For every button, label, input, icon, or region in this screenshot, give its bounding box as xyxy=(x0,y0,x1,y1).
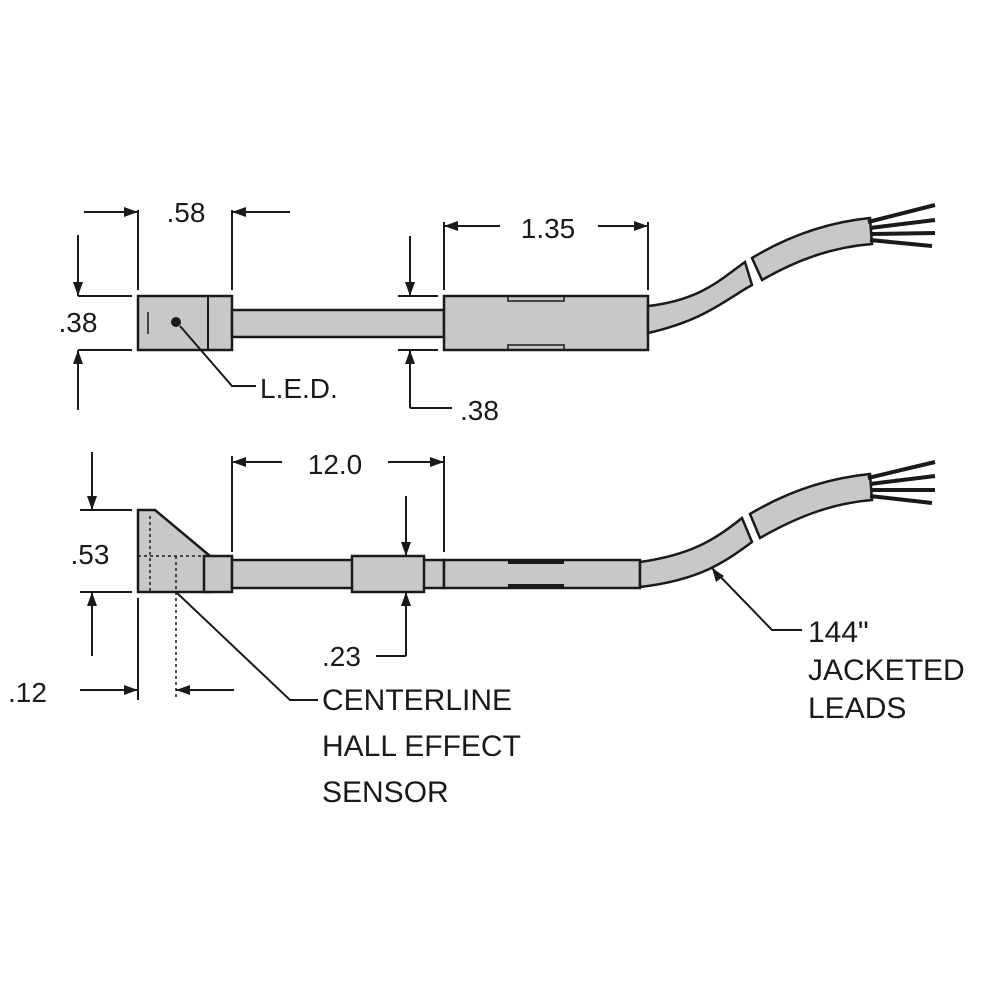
led-marker xyxy=(171,317,181,327)
dim-tube-text: .23 xyxy=(322,641,361,672)
top-view: .58 .38 1.35 .38 L.E.D. xyxy=(59,197,936,426)
sensor-label-line-1: CENTERLINE xyxy=(322,684,512,717)
top-cable-far xyxy=(750,216,874,282)
leads-label-line-3: LEADS xyxy=(808,692,906,725)
side-cable-far xyxy=(748,472,874,540)
side-sensor-head xyxy=(136,508,212,594)
sensor-leader xyxy=(175,591,318,701)
sensor-label-line-2: HALL EFFECT xyxy=(322,730,521,763)
top-cable-near xyxy=(646,259,754,335)
side-wire-ends xyxy=(867,460,936,505)
side-collar xyxy=(202,554,234,594)
top-tube xyxy=(230,308,446,339)
led-label: L.E.D. xyxy=(260,373,338,404)
sensor-label-line-3: SENSOR xyxy=(322,776,449,809)
dim-offset-text: .12 xyxy=(8,677,47,708)
leads-label-line-2: JACKETED xyxy=(808,654,965,687)
side-sleeve xyxy=(350,554,426,594)
side-view: 12.0 .53 .12 .23 CENTERLINE HALL EFFECT … xyxy=(8,449,965,809)
top-sensor-head xyxy=(136,294,234,352)
top-module xyxy=(442,294,650,352)
dim-side-height-text: .53 xyxy=(71,539,110,570)
side-cable-near xyxy=(638,515,754,589)
dim-module-length-text: 1.35 xyxy=(521,213,576,244)
dim-width-text: .58 xyxy=(167,197,206,228)
leads-leader xyxy=(711,567,802,631)
top-wire-ends xyxy=(867,203,936,248)
dim-module-height-text: .38 xyxy=(460,395,499,426)
dim-length-text: 12.0 xyxy=(308,449,363,480)
dim-height-text: .38 xyxy=(59,307,98,338)
leads-label-line-1: 144" xyxy=(808,616,869,649)
side-module xyxy=(442,558,642,590)
led-leader xyxy=(179,325,256,387)
